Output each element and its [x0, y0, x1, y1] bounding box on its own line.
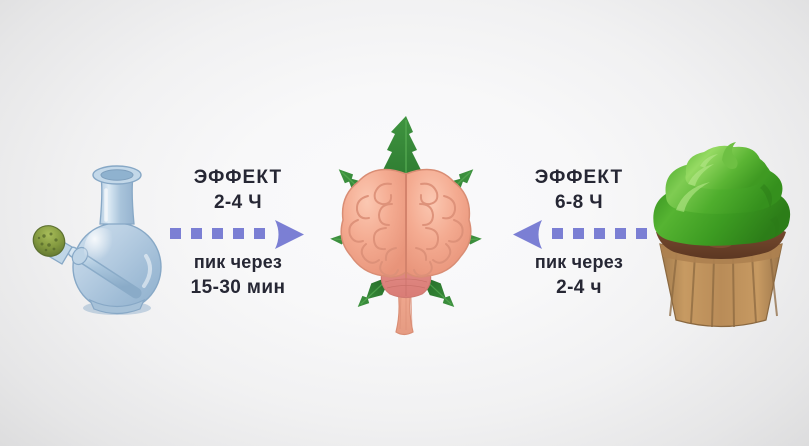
- left-flow-block: ЭФФЕКТ 2-4 Ч пик через 15-30 мин: [156, 165, 320, 301]
- right-effect-duration: 6-8 Ч: [554, 192, 604, 213]
- brain-leaf-illustration: [296, 112, 516, 337]
- cupcake-illustration: [636, 140, 806, 330]
- bong-icon: [32, 165, 162, 315]
- brain-cannabis-icon: [330, 116, 482, 336]
- frosting-highlights: [676, 154, 718, 212]
- bong-foot: [88, 298, 146, 315]
- arrow-dashes: [552, 228, 647, 239]
- bong-body-shine: [84, 228, 120, 272]
- bong-herb: [32, 225, 66, 257]
- bong-herb-speckles: [37, 232, 58, 252]
- cupcake-wrapper-ribs: [669, 249, 778, 328]
- left-effect-duration: 2-4 Ч: [213, 192, 263, 213]
- arrow-head-left: [513, 220, 542, 249]
- arrow-left-icon: [513, 220, 647, 249]
- left-effect-label: ЭФФЕКТ: [193, 167, 283, 188]
- left-arrow: [156, 220, 320, 250]
- right-peak-value: 2-4 ч: [556, 277, 602, 298]
- cerebrum: [340, 168, 472, 278]
- right-peak-label: пик через: [534, 252, 624, 272]
- left-peak-value: 15-30 мин: [190, 277, 286, 298]
- left-peak-label: пик через: [193, 252, 283, 272]
- brain-gyri: [348, 182, 464, 277]
- arrow-head-right: [275, 220, 304, 249]
- frosting-layer-top: [685, 145, 768, 190]
- bong-illustration: [18, 128, 198, 323]
- arrow-right-icon: [170, 220, 304, 249]
- right-arrow: [497, 220, 661, 250]
- bong-mouthpiece-hole: [100, 169, 134, 181]
- bong-rim-highlight: [142, 254, 152, 288]
- right-flow-block: ЭФФЕКТ 6-8 Ч пик через 2-4 ч: [497, 165, 661, 301]
- cupcake-icon: [653, 142, 791, 328]
- frosting-shadows: [760, 184, 780, 238]
- arrow-dashes: [170, 228, 265, 239]
- brainstem-fibers: [399, 293, 413, 330]
- right-effect-label: ЭФФЕКТ: [534, 167, 624, 188]
- frosting-tip: [722, 142, 738, 169]
